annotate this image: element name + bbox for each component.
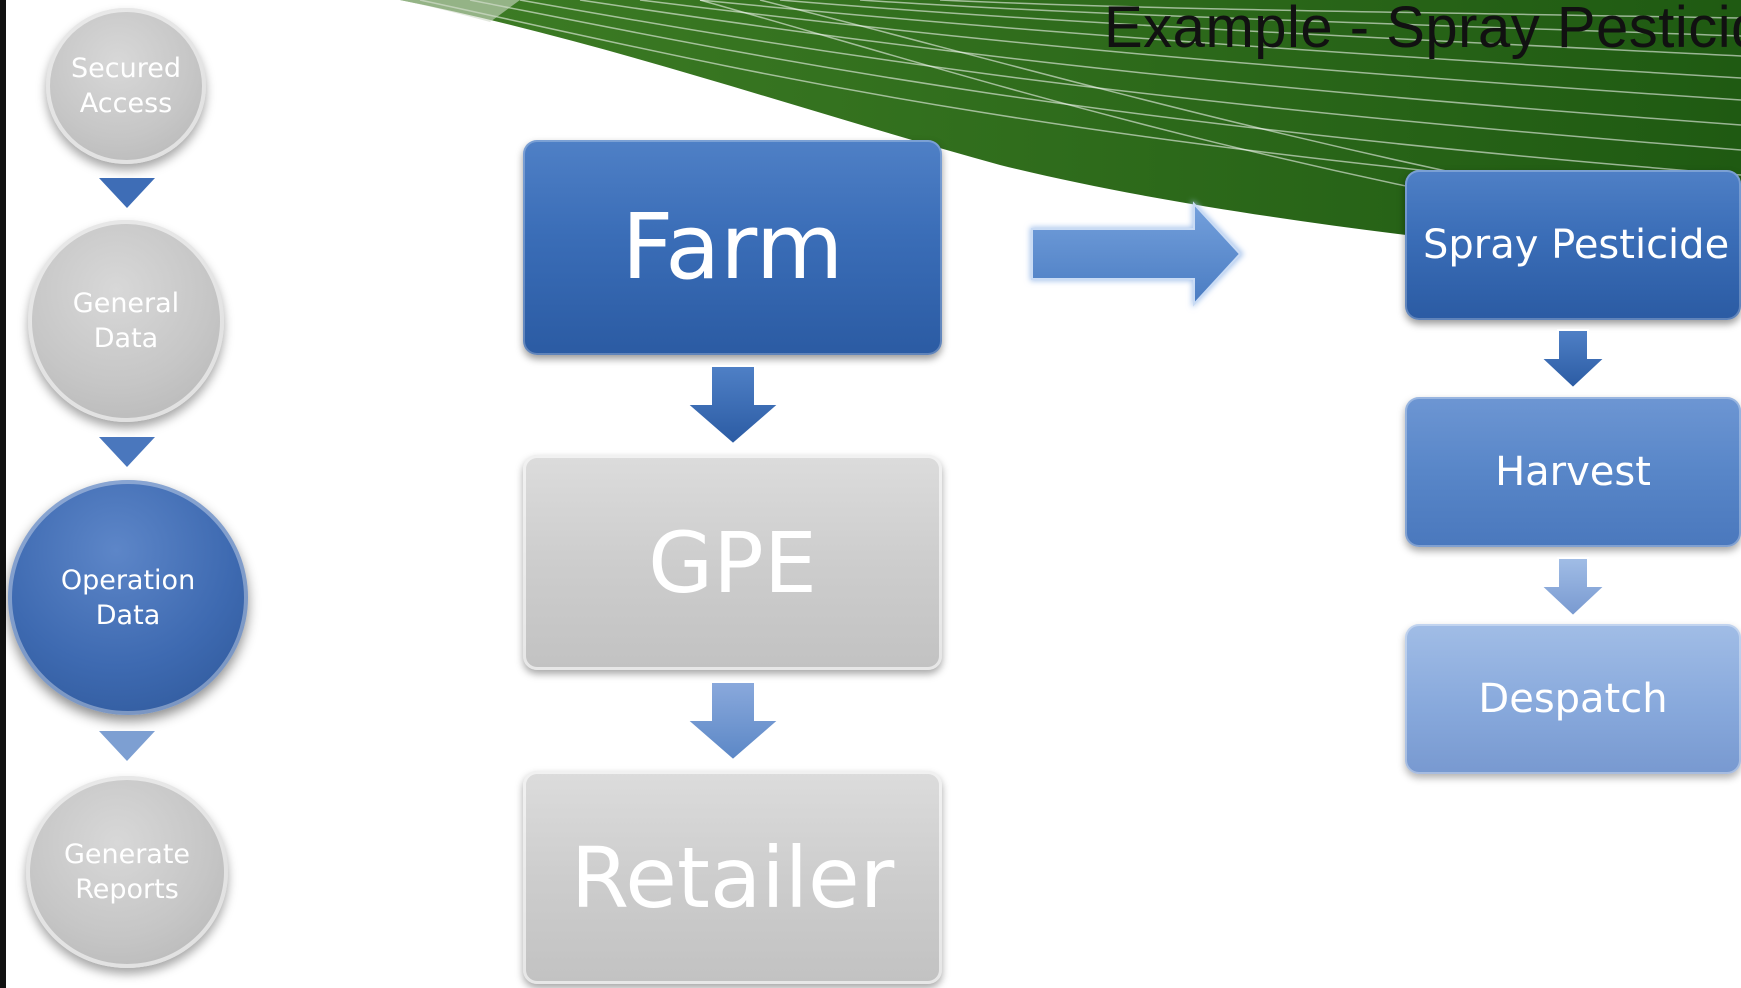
step-arrow-down-icon xyxy=(99,178,155,208)
step-generate-reports[interactable]: Generate Reports xyxy=(26,776,228,968)
chain-label: Farm xyxy=(621,195,844,300)
chain-box-gpe[interactable]: GPE xyxy=(523,455,942,670)
operation-label: Spray Pesticide xyxy=(1423,222,1730,268)
chain-label: Retailer xyxy=(570,828,895,927)
left-edge-bar xyxy=(0,0,6,988)
operation-label: Harvest xyxy=(1495,449,1651,495)
step-label: Generate Reports xyxy=(63,839,191,905)
step-general-data[interactable]: General Data xyxy=(28,220,224,422)
down-arrow-icon xyxy=(684,681,782,762)
step-secured-access[interactable]: Secured Access xyxy=(46,8,206,164)
step-arrow-down-icon xyxy=(99,731,155,761)
operation-box-despatch[interactable]: Despatch xyxy=(1405,624,1741,774)
step-label: General Data xyxy=(72,288,180,354)
step-operation-data[interactable]: Operation Data xyxy=(8,480,248,715)
step-arrow-down-icon xyxy=(99,437,155,467)
operation-box-harvest[interactable]: Harvest xyxy=(1405,397,1741,547)
chain-label: GPE xyxy=(648,513,817,612)
operation-box-spray-pesticide[interactable]: Spray Pesticide xyxy=(1405,170,1741,320)
operation-label: Despatch xyxy=(1478,676,1668,722)
chain-box-farm[interactable]: Farm xyxy=(523,140,942,355)
step-label: Secured Access xyxy=(71,53,181,119)
chain-box-retailer[interactable]: Retailer xyxy=(523,771,942,984)
slide-title: Example - Spray Pesticide xyxy=(1104,0,1741,60)
down-arrow-icon xyxy=(1538,329,1608,390)
right-arrow-icon xyxy=(1030,200,1244,308)
step-label: Operation Data xyxy=(60,564,196,631)
down-arrow-icon xyxy=(1538,557,1608,618)
down-arrow-icon xyxy=(684,365,782,446)
